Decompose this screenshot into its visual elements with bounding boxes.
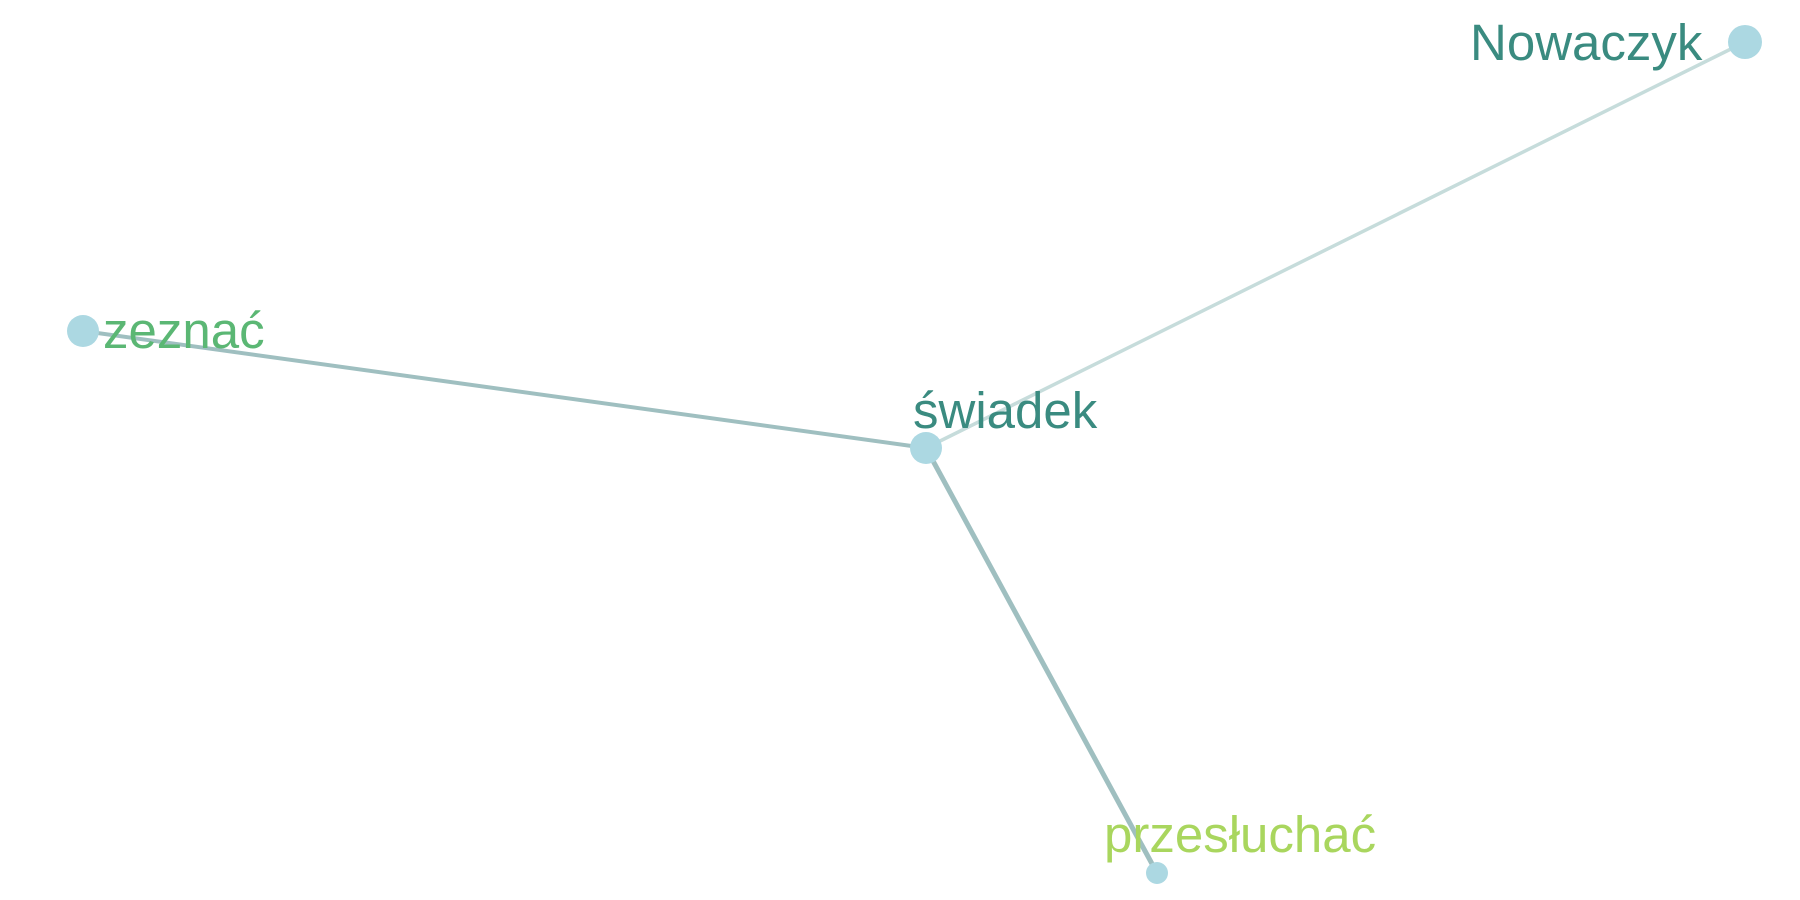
node-swiadek-label: świadek [913, 382, 1098, 439]
edges-layer [81, 40, 1747, 876]
node-nowaczyk-dot[interactable] [1728, 25, 1762, 59]
node-nowaczyk-label: Nowaczyk [1470, 14, 1703, 71]
edge-swiadek-zeznac [81, 329, 928, 450]
node-swiadek-dot[interactable] [910, 432, 942, 464]
node-zeznac-label: zeznać [103, 302, 265, 359]
node-zeznac-dot[interactable] [67, 315, 99, 347]
node-nowaczyk[interactable]: Nowaczyk [1470, 14, 1762, 71]
nodes-layer: świadek Nowaczyk zeznać przesłuchać [67, 14, 1762, 884]
node-przesluchac[interactable]: przesłuchać [1104, 806, 1376, 884]
node-swiadek[interactable]: świadek [910, 382, 1098, 464]
edge-swiadek-nowaczyk [924, 40, 1747, 450]
node-przesluchac-label: przesłuchać [1104, 806, 1376, 863]
edge-swiadek-przesluchac [923, 445, 1160, 876]
node-przesluchac-dot[interactable] [1146, 862, 1168, 884]
node-zeznac[interactable]: zeznać [67, 302, 265, 359]
